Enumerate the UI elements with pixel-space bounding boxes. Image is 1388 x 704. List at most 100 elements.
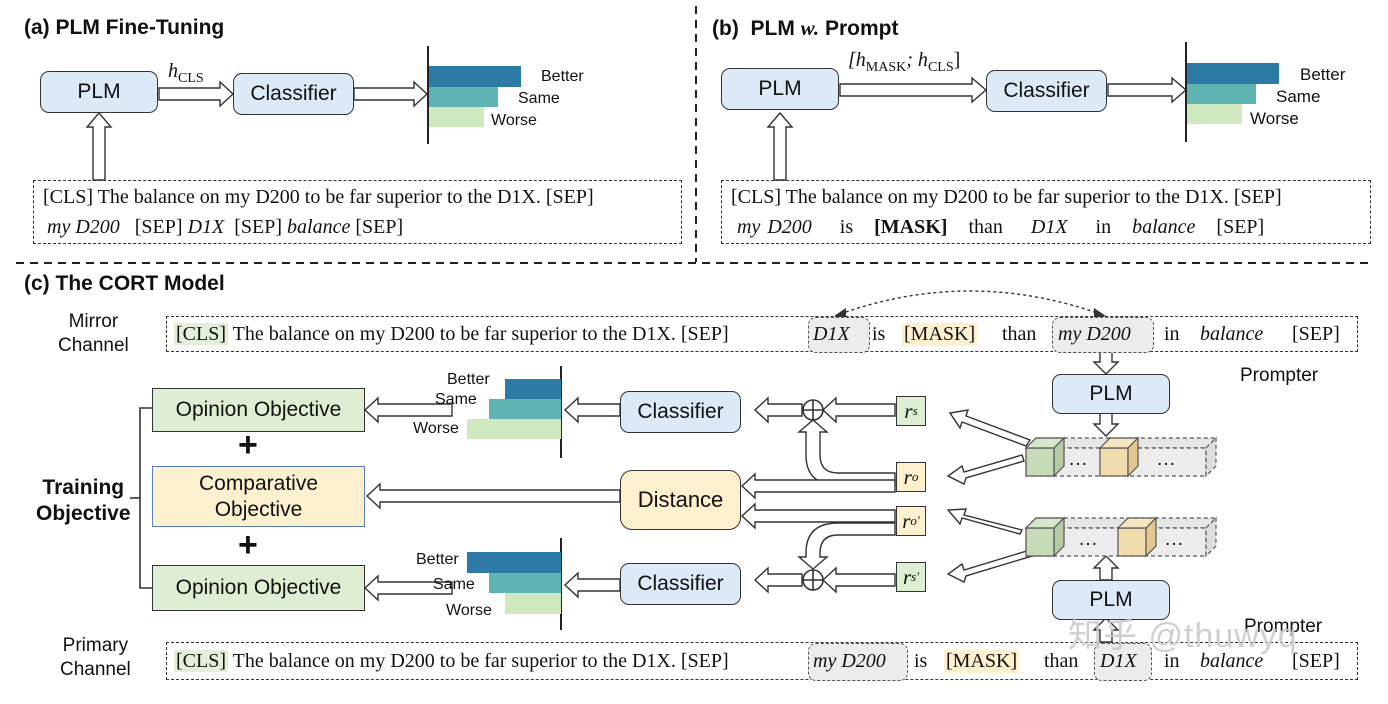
panel-a-token-sep1: [SEP] <box>134 216 183 238</box>
classifier-upper-label: Classifier <box>637 400 724 423</box>
plm-primary: PLM <box>1052 580 1170 620</box>
mirror-slot1: D1X <box>813 323 850 345</box>
primary-sentence-box <box>166 642 1358 680</box>
panel-a-input-box <box>33 180 682 244</box>
panel-c-title: (c) The CORT Model <box>24 272 225 295</box>
vector-r-s-base: r <box>904 398 913 423</box>
primary-slot1-highlight <box>808 643 908 681</box>
panel-b-token-is: is <box>839 216 854 238</box>
mirror-mask: [MASK] <box>902 323 978 346</box>
primary-is: is <box>914 650 928 672</box>
mirror-channel-label-line1: Mirror <box>68 311 119 332</box>
classifier-lower: Classifier <box>620 563 741 605</box>
primary-sentence-text: The balance on my D200 to be far superio… <box>228 650 729 672</box>
prompter-primary-label: Prompter <box>1244 616 1323 637</box>
panel-a-arrow-label: hCLS <box>168 60 204 87</box>
training-objective-line1: Training <box>42 476 125 499</box>
plm-primary-label: PLM <box>1089 588 1133 611</box>
panel-b-classifier-label: Classifier <box>1003 79 1090 102</box>
primary-slot2: D1X <box>1100 650 1137 672</box>
upper-bar-better-label: Better <box>447 371 490 388</box>
primary-channel-label: Primary Channel <box>60 634 131 682</box>
lower-bar-same-label: Same <box>433 576 475 593</box>
primary-sep: [SEP] <box>1292 650 1340 672</box>
panel-b-input-line2: my D200 is [MASK] than D1X in balance [S… <box>737 216 1264 239</box>
comparative-objective-line1: Comparative <box>198 471 319 495</box>
vector-r-s-sub: s <box>912 403 918 418</box>
plm-mirror: PLM <box>1052 374 1170 414</box>
lower-bar-worse-label: Worse <box>446 602 492 619</box>
mirror-is: is <box>872 323 886 345</box>
plus-sign-upper: + <box>238 426 258 464</box>
panel-b-arrow-open: [h <box>848 49 866 71</box>
vector-r-o-sub: o <box>911 469 919 484</box>
primary-channel-label-line1: Primary <box>62 635 129 656</box>
token-row-primary-ellipsis-1: … <box>1078 528 1098 550</box>
panel-a-input-line2: my D200 [SEP] D1X [SEP] balance [SEP] <box>47 216 403 239</box>
vector-r-o-base: r <box>903 464 912 489</box>
vector-r-o-prime-base: r <box>902 508 911 533</box>
mirror-slot1-highlight <box>808 317 870 353</box>
panel-a-plm-label: PLM <box>77 80 121 103</box>
classifier-upper: Classifier <box>620 391 741 433</box>
mirror-in: in <box>1164 323 1180 345</box>
training-objective-label: Training Objective <box>36 475 131 527</box>
mirror-sentence-text: The balance on my D200 to be far superio… <box>228 323 729 345</box>
mirror-cls-token: [CLS] <box>174 323 228 345</box>
panel-a-bar-worse-label: Worse <box>491 112 537 129</box>
plm-mirror-label: PLM <box>1089 382 1133 405</box>
mirror-sep: [SEP] <box>1292 323 1340 345</box>
panel-a-plm-box: PLM <box>40 71 158 113</box>
vector-r-s-prime-base: r <box>902 564 912 589</box>
panel-b-plm-label: PLM <box>758 77 802 100</box>
panel-a-classifier-box: Classifier <box>233 73 354 115</box>
primary-in: in <box>1164 650 1180 672</box>
vector-r-s-prime-sub: s <box>911 569 917 584</box>
classifier-lower-label: Classifier <box>637 572 724 595</box>
training-objective-line2: Objective <box>36 502 131 525</box>
token-row-primary <box>1024 516 1218 558</box>
primary-cls-token: [CLS] <box>174 650 228 672</box>
primary-slot2-highlight <box>1094 643 1152 681</box>
mirror-channel-label-line2: Channel <box>58 335 129 356</box>
distance-label: Distance <box>637 487 724 512</box>
upper-bar-worse-label: Worse <box>413 420 459 437</box>
panel-a-token-target: my D200 <box>47 216 120 238</box>
panel-b-input-box <box>721 180 1371 244</box>
primary-slot1: my D200 <box>813 650 886 672</box>
primary-sentence: [CLS] The balance on my D200 to be far s… <box>174 650 729 673</box>
panel-b-title: (b) PLM w. Prompt <box>712 16 898 41</box>
vector-r-o-prime-sub: o <box>910 513 917 528</box>
token-row-mirror-ellipsis-2: … <box>1156 448 1176 470</box>
panel-b-arrow-sub2: CLS <box>927 60 954 75</box>
panel-a-classifier-label: Classifier <box>250 82 337 105</box>
vector-r-o-prime-mark: ′ <box>916 513 920 528</box>
panel-b-token-target: my D200 <box>737 216 812 238</box>
panel-b-classifier-box: Classifier <box>986 70 1107 112</box>
comparative-objective-line2: Objective <box>214 497 303 521</box>
mirror-slot2: my D200 <box>1058 323 1131 345</box>
panel-b-arrow-mid: ; h <box>906 49 928 71</box>
comparative-objective-box: Comparative Objective <box>152 466 365 527</box>
distance-box: Distance <box>620 470 741 530</box>
panel-b-token-object: D1X <box>1030 216 1068 238</box>
plus-sign-lower: + <box>238 526 258 564</box>
mirror-slot2-highlight <box>1052 317 1154 353</box>
primary-mask: [MASK] <box>944 650 1020 673</box>
panel-b-arrow-sub1: MASK <box>865 60 907 75</box>
primary-channel-label-line2: Channel <box>60 659 131 680</box>
mirror-than: than <box>1002 323 1037 345</box>
opinion-objective-upper-label: Opinion Objective <box>175 398 342 421</box>
panel-b-token-than: than <box>968 216 1003 238</box>
panel-a-token-sep2: [SEP] <box>234 216 283 238</box>
token-row-mirror <box>1024 436 1218 478</box>
mirror-channel-label: Mirror Channel <box>58 310 129 358</box>
panel-a-token-aspect: balance <box>287 216 351 238</box>
panel-b-title-italic: w. <box>800 16 820 40</box>
panel-a-token-object: D1X <box>187 216 225 238</box>
panel-b-bar-worse-label: Worse <box>1250 109 1299 128</box>
panel-b-plm-box: PLM <box>721 68 839 110</box>
